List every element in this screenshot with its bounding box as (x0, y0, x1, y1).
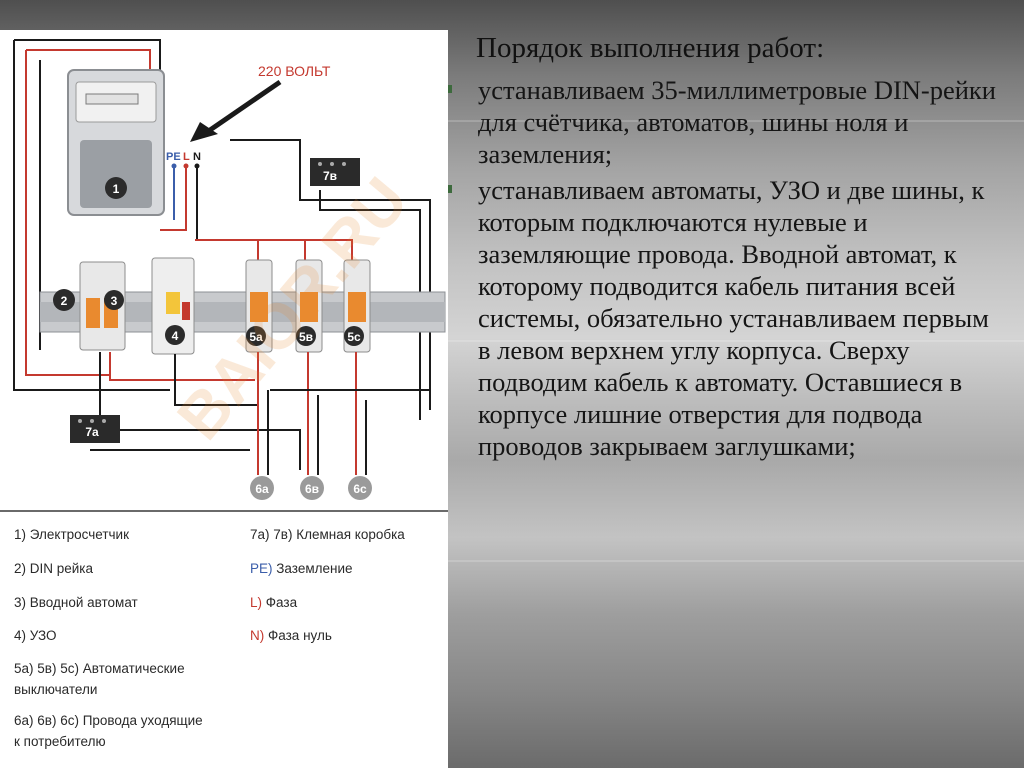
slide-heading: Порядок выполнения работ: (476, 32, 825, 64)
legend-item: 7а) 7в) Клемная коробка (250, 527, 405, 542)
legend-item: 5а) 5в) 5с) Автоматические выключатели (14, 661, 185, 697)
terminal-box-7b: 7в (310, 158, 360, 186)
bullet-text: устанавливаем автоматы, УЗО и две шины, … (478, 175, 989, 461)
legend-item: 3) Вводной автомат (14, 595, 138, 610)
legend-item: 4) УЗО (14, 628, 57, 643)
output-6b: 6в (300, 476, 324, 500)
wiring-diagram: 1 220 ВОЛЬТ PE L N 7в (13, 39, 446, 500)
svg-text:6с: 6с (353, 482, 367, 496)
bullet-marker (448, 85, 452, 93)
wire-top-phase (26, 49, 151, 70)
wire-lower-phase (109, 352, 255, 381)
rcd-badge: 4 (172, 329, 179, 343)
breaker-5c: 5с (343, 259, 371, 353)
b5c-badge: 5с (347, 330, 361, 344)
n-label: N (193, 151, 201, 163)
rcd: 4 (151, 257, 195, 355)
b5a-badge: 5а (249, 330, 263, 344)
legend-item: PE) Заземление (250, 561, 353, 576)
legend-item: N) Фаза нуль (250, 628, 332, 643)
svg-text:6в: 6в (305, 482, 319, 496)
wire-n-bus (230, 139, 431, 410)
breaker-5a: 5а (245, 259, 273, 353)
l-label: L (183, 151, 190, 163)
wire-phase-5c (305, 239, 353, 260)
meter-badge: 1 (113, 182, 120, 196)
output-6a: 6а (250, 476, 274, 500)
box7b-badge: 7в (323, 169, 337, 183)
legend-item: 2) DIN рейка (14, 561, 94, 576)
breaker-5b: 5в (295, 259, 323, 353)
bullet-marker (448, 185, 452, 193)
wire-phase-outer (25, 50, 110, 376)
output-6c: 6с (348, 476, 372, 500)
electricity-meter: 1 (67, 69, 165, 216)
rail-badge: 2 (61, 294, 68, 308)
box7a-badge: 7а (85, 425, 99, 439)
wiring-diagram-panel: 1 220 ВОЛЬТ PE L N 7в (0, 30, 448, 768)
bullet-text: устанавливаем 35-миллиметровые DIN-рейки… (478, 75, 996, 169)
terminal-box-7a: 7а (70, 415, 120, 443)
b5b-badge: 5в (299, 330, 313, 344)
legend-item: L) Фаза (250, 595, 298, 610)
terminal-labels: PE L N (160, 151, 201, 240)
bullet-item: устанавливаем автоматы, УЗО и две шины, … (448, 174, 1004, 462)
main-breaker-badge: 3 (111, 294, 118, 308)
wire-phase-5a (195, 239, 259, 260)
wire-lower-1 (99, 352, 301, 470)
wire-top (14, 39, 161, 70)
svg-text:6а: 6а (255, 482, 269, 496)
pe-label: PE (166, 151, 181, 163)
diagram-legend: 1) Электросчетчик 2) DIN рейка 3) Вводно… (0, 510, 448, 768)
voltage-label: 220 ВОЛЬТ (258, 63, 331, 79)
main-breaker: 3 (79, 261, 126, 351)
wire-outer-left (13, 40, 170, 391)
bullet-item: устанавливаем 35-миллиметровые DIN-рейки… (448, 74, 1004, 170)
legend-item: 1) Электросчетчик (14, 527, 130, 542)
text-panel: Порядок выполнения работ: устанавливаем … (448, 28, 1004, 466)
voltage-arrow: 220 ВОЛЬТ (190, 63, 331, 142)
legend-item: 6а) 6в) 6с) Провода уходящие к потребите… (14, 713, 203, 749)
